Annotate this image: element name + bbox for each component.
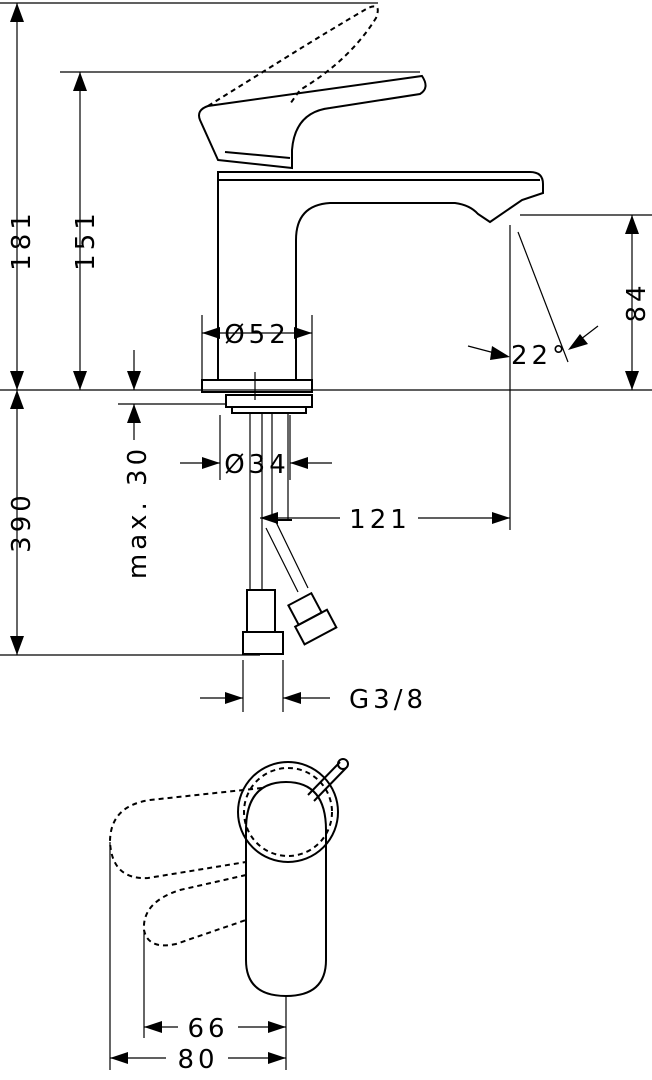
lever-handle [198,74,427,170]
top-dimensions [109,842,287,1070]
dim-diameter-52: Ø52 [224,320,290,350]
dim-151: 151 [71,209,101,271]
connector-right [287,591,324,627]
lever-top [245,780,327,998]
shank-nut [225,394,313,408]
dim-g3-8: G3/8 [349,685,427,715]
faucet-side-view [198,5,544,655]
faucet-top-view [108,758,349,998]
base-plate [201,379,313,393]
dim-84: 84 [622,281,652,322]
connector-left [246,589,276,633]
dim-390: 390 [7,491,37,553]
dim-max-30: max. 30 [123,445,153,579]
dim-121: 121 [349,505,411,535]
dim-80: 80 [177,1045,218,1075]
side-dimensions [0,2,652,712]
base-circle [237,761,339,863]
dim-angle-22: 22° [511,341,569,371]
faucet-body [217,171,544,380]
dim-181: 181 [7,209,37,271]
dim-diameter-34: Ø34 [224,450,290,480]
dim-66: 66 [187,1014,228,1044]
lever-raised-outline [207,5,379,107]
lever-swung-outline [108,787,263,880]
